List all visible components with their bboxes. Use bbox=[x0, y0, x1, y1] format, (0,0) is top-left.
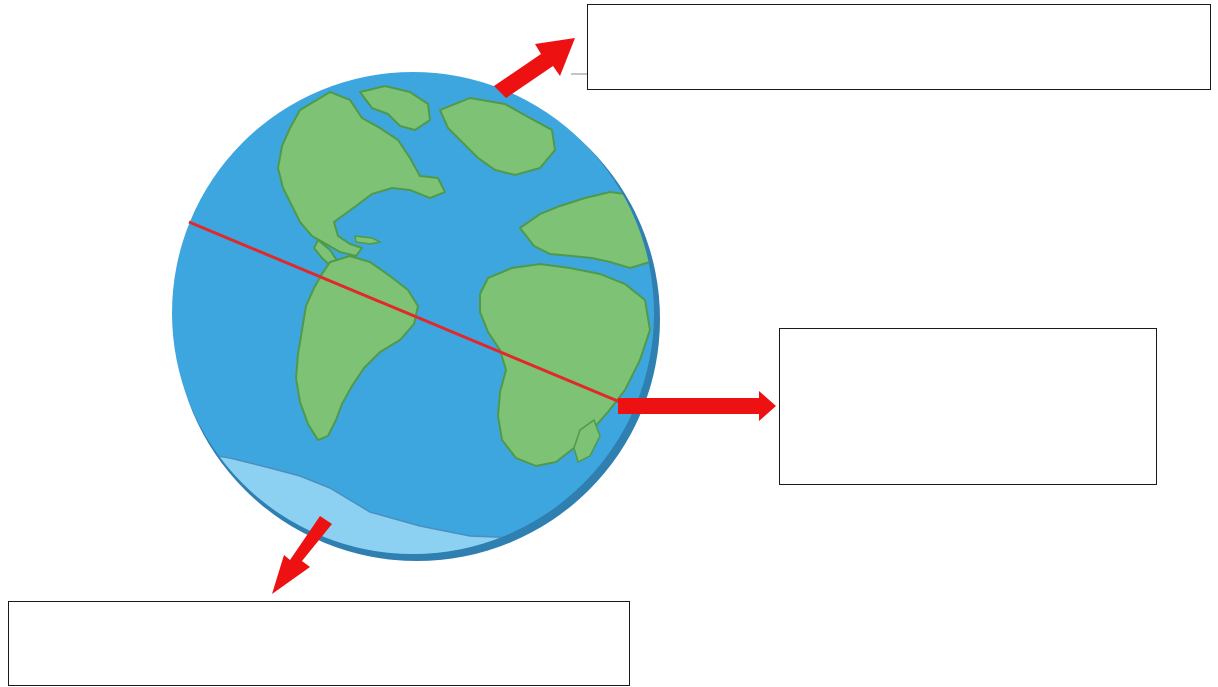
madagascar-landmass bbox=[573, 418, 601, 464]
caribbean-islands bbox=[354, 235, 383, 245]
antarctica-landmass bbox=[172, 449, 641, 554]
equator-line bbox=[188, 220, 621, 404]
south-america-landmass bbox=[294, 254, 420, 442]
arrow-bottom bbox=[272, 516, 332, 594]
north-america-landmass bbox=[276, 90, 447, 258]
answer-box-bottom[interactable] bbox=[8, 601, 630, 686]
answer-box-top[interactable] bbox=[587, 4, 1211, 90]
arrow-right bbox=[618, 391, 776, 421]
landmasses bbox=[172, 84, 654, 554]
answer-box-right[interactable] bbox=[779, 328, 1157, 485]
europe-landmass bbox=[518, 190, 654, 270]
arrow-top bbox=[494, 38, 575, 98]
arctic-islands bbox=[358, 84, 432, 132]
greenland-landmass bbox=[438, 96, 557, 177]
